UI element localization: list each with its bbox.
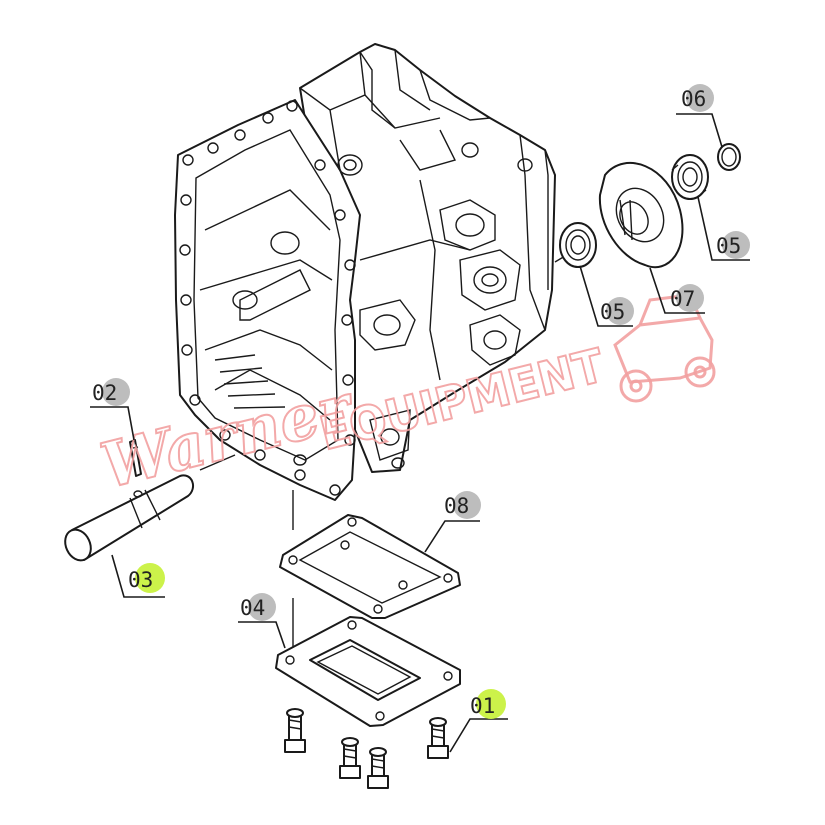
bearing-05-upper: [671, 154, 709, 200]
bolt: [339, 737, 361, 779]
roll-pin-02: [129, 439, 142, 477]
callout-label: 05: [716, 234, 741, 258]
bolt: [284, 708, 306, 753]
callout-label: 05: [600, 300, 625, 324]
callout-label: 03: [128, 568, 153, 592]
callout-07: 07: [670, 284, 704, 312]
bolt: [427, 717, 449, 759]
cover-plate-04: [275, 616, 461, 727]
gasket-08: [279, 514, 461, 619]
callout-label: 04: [240, 596, 265, 620]
bolts-01: [284, 708, 449, 789]
callout-02: 02: [92, 378, 130, 406]
callout-06: 06: [681, 84, 714, 112]
callout-05-upper: 05: [716, 231, 750, 259]
callout-08: 08: [444, 491, 481, 519]
callout-label: 02: [92, 381, 117, 405]
bolt: [367, 747, 389, 789]
o-ring-06: [717, 143, 741, 171]
oil-seal-07: [598, 161, 684, 268]
callout-05-lower: 05: [600, 297, 634, 325]
callouts: 06 05 05 07 02 03 08 04: [92, 84, 750, 719]
callout-label: 01: [470, 694, 495, 718]
callout-label: 08: [444, 494, 469, 518]
bearing-05-lower: [559, 222, 597, 268]
callout-04: 04: [240, 593, 276, 621]
callout-label: 07: [670, 287, 695, 311]
gearbox-housing: [174, 43, 556, 501]
leader-lines: [90, 113, 750, 753]
callout-01: 01: [470, 689, 506, 719]
shaft-03: [64, 474, 195, 562]
flange-bolt-holes: [179, 100, 356, 496]
callout-label: 06: [681, 87, 706, 111]
callout-03: 03: [128, 563, 165, 593]
